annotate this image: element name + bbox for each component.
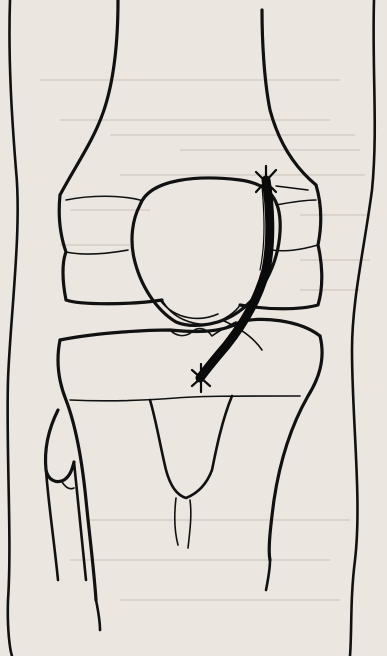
tibia-lateral-edge <box>58 340 96 600</box>
tibial-crest-right <box>188 500 191 548</box>
fibula-neck-line <box>62 482 74 489</box>
femoral-tunnel-line <box>276 186 308 190</box>
femur-shaft-right <box>262 10 316 185</box>
fibula-shaft-outer <box>46 470 58 580</box>
tibial-crest-left <box>175 498 178 545</box>
tibia-medial-edge <box>269 336 322 560</box>
skin-outline-right <box>350 0 375 656</box>
tibial-metaphysis-line <box>70 396 300 401</box>
femur-shaft-left <box>60 0 118 195</box>
lateral-condyle-contour <box>66 250 128 254</box>
femoral-tunnel-marker <box>256 166 276 196</box>
tibia-lower-right <box>266 560 270 590</box>
graft-highlight <box>260 186 264 270</box>
medial-condyle-contour <box>276 200 316 205</box>
graft-path <box>200 180 270 378</box>
tibia-lower-left <box>96 600 100 630</box>
skin-outline-left <box>8 0 18 656</box>
tibial-tuberosity <box>150 396 232 498</box>
fibula-head <box>46 410 75 482</box>
ligament-graft <box>192 166 308 392</box>
lateral-epicondyle-line <box>66 196 140 200</box>
